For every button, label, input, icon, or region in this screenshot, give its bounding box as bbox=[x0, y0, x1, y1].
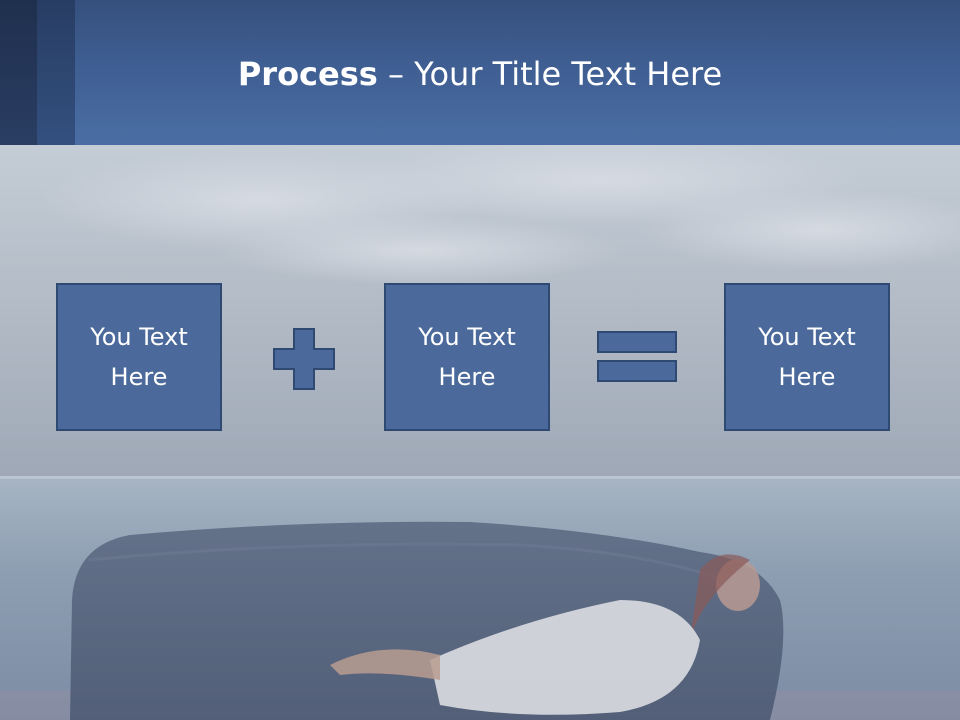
process-step-1-box: You Text Here bbox=[56, 283, 222, 431]
slide-title-bold: Process bbox=[237, 55, 378, 93]
header-accent-strip bbox=[0, 0, 37, 145]
title-bar: Process – Your Title Text Here bbox=[0, 0, 960, 145]
header-accent-strip bbox=[37, 0, 75, 145]
plus-icon bbox=[273, 328, 335, 390]
slide-title-rest: – Your Title Text Here bbox=[377, 55, 723, 93]
slide-title: Process – Your Title Text Here bbox=[75, 52, 885, 96]
process-step-1-text: You Text Here bbox=[90, 323, 188, 391]
process-step-2-box: You Text Here bbox=[384, 283, 550, 431]
equals-icon bbox=[597, 331, 677, 382]
process-step-3-box: You Text Here bbox=[724, 283, 890, 431]
process-step-2-text: You Text Here bbox=[418, 323, 516, 391]
process-step-3-text: You Text Here bbox=[758, 323, 856, 391]
